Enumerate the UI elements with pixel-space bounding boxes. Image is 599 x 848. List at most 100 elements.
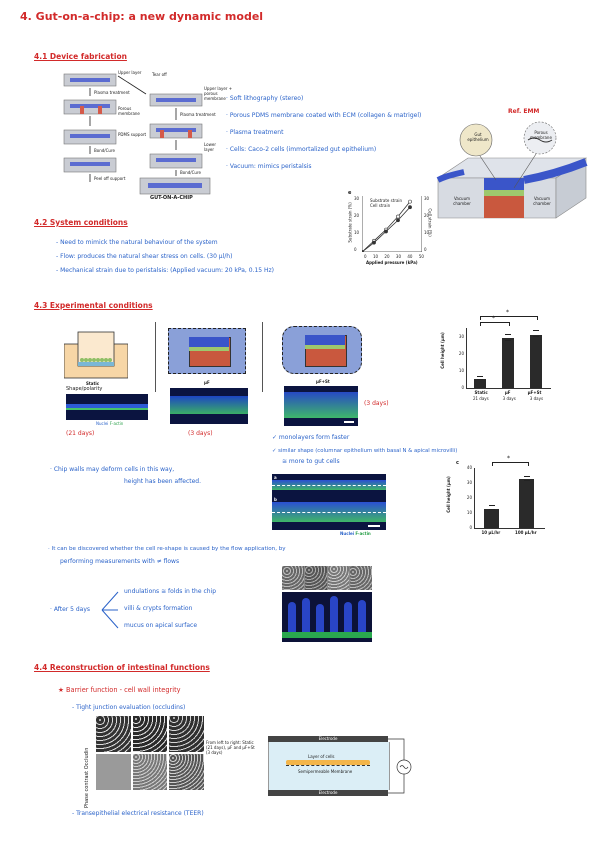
bar-2 bbox=[529, 334, 543, 388]
section-4-1-heading: 4.1 Device fabrication bbox=[34, 52, 127, 61]
section-4-3-heading: 4.3 Experimental conditions bbox=[34, 301, 153, 310]
ytick: 20 bbox=[354, 213, 360, 218]
occludin-micrograph-grid bbox=[96, 716, 204, 790]
significance-star: * bbox=[507, 455, 510, 462]
note-after-5-days: · After 5 days bbox=[50, 606, 91, 613]
villi-sem-images bbox=[282, 566, 372, 590]
note: · Soft lithography (stereo) bbox=[226, 95, 304, 102]
muFSt-micrograph bbox=[284, 386, 358, 426]
note: · Porous PDMS membrane coated with ECM (… bbox=[226, 112, 422, 119]
bar-1 bbox=[501, 338, 515, 388]
label-b: b bbox=[274, 497, 277, 502]
chart2-xticks: 10 µL/hr 100 µL/hr bbox=[474, 530, 544, 535]
note-chip-walls: · Chip walls may deform cells in this wa… bbox=[50, 466, 175, 473]
xsublabel: 21 days bbox=[472, 396, 489, 401]
significance-star: * bbox=[492, 315, 495, 322]
chart1-plot: ** bbox=[466, 309, 550, 388]
micro-ab-stain-legend: Nuclei F-actin bbox=[340, 531, 371, 536]
note-monolayers: ✓ monolayers form faster bbox=[272, 434, 350, 441]
xtick: 0 bbox=[364, 254, 367, 259]
strain-legend: Substrate strain Cell strain bbox=[370, 198, 402, 208]
ytick: 30 bbox=[458, 333, 464, 339]
significance-bracket bbox=[491, 462, 529, 466]
label-chip-porous-membrane: Porous membrane bbox=[530, 130, 552, 140]
reference-note: Ref. EMM bbox=[508, 108, 540, 115]
fabrication-schematic: Upper layer Tear off Upper layer + porou… bbox=[60, 66, 232, 204]
label-tear-off: Tear off bbox=[152, 72, 167, 77]
data-point bbox=[384, 229, 388, 234]
teer-diagram: Electrode Layer of cells Semipermeable M… bbox=[268, 736, 418, 802]
teer-top-electrode: Electrode bbox=[268, 736, 388, 742]
label-21-days: (21 days) bbox=[66, 430, 95, 437]
ytick: 40 bbox=[466, 465, 472, 470]
micro-tile bbox=[169, 716, 204, 752]
chart1-axes bbox=[466, 328, 551, 389]
error-bar-1 bbox=[523, 475, 530, 481]
xtick: µF bbox=[504, 390, 511, 395]
significance-star: * bbox=[506, 309, 509, 316]
muF-chip-illustration bbox=[168, 328, 246, 374]
legend-item: Substrate strain bbox=[370, 198, 403, 203]
chart2-panel-letter: c bbox=[456, 460, 459, 466]
data-point bbox=[362, 250, 364, 252]
section-4-2-heading: 4.2 System conditions bbox=[34, 218, 128, 227]
error-bar-0 bbox=[477, 376, 483, 381]
data-point bbox=[396, 214, 400, 219]
ytick: 30 bbox=[354, 196, 360, 201]
ytick: 10 bbox=[424, 230, 430, 235]
note-teer: - Transepithelial electrical resistance … bbox=[72, 810, 204, 817]
note-barrier: ★ Barrier function - cell wall integrity bbox=[58, 686, 181, 694]
ytick: 30 bbox=[424, 196, 430, 201]
ytick: 20 bbox=[424, 213, 430, 218]
micro-tile bbox=[96, 754, 131, 790]
teer-membrane-label: Semipermeable Membrane bbox=[298, 769, 353, 774]
label-factin-2: F-actin bbox=[355, 531, 371, 536]
static-well bbox=[64, 326, 128, 380]
xtick: Static bbox=[474, 390, 488, 395]
ytick: 0 bbox=[469, 525, 472, 530]
strain-xticks: 0 10 20 30 40 50 bbox=[364, 254, 424, 259]
section-4-4-heading: 4.4 Reconstruction of intestinal functio… bbox=[34, 663, 210, 672]
teer-cell-layer bbox=[286, 760, 370, 765]
note-mucus: mucus on apical surface bbox=[124, 622, 198, 629]
label-gut-on-a-chip: GUT-ON-A-CHIP bbox=[150, 195, 193, 201]
micro-side-label: Phase contrast Occludin bbox=[84, 747, 90, 808]
label-plasma-2: Plasma treatment bbox=[180, 112, 216, 117]
label-bond-cure-2: Bond/Cure bbox=[180, 170, 201, 175]
teer-cell-layer-label: Layer of cells bbox=[308, 754, 335, 759]
s42-notes: - Need to mimick the natural behaviour o… bbox=[56, 236, 274, 278]
strain-panel-letter: e bbox=[348, 190, 352, 196]
data-point bbox=[372, 240, 376, 245]
label-factin: F-actin bbox=[109, 421, 124, 426]
error-bar-0 bbox=[488, 504, 495, 511]
chip-illustration: Gut epithelium Porous membrane Vacuum ch… bbox=[436, 118, 594, 223]
error-bar-1 bbox=[505, 333, 511, 341]
data-point bbox=[408, 199, 412, 204]
series-line-0 bbox=[362, 201, 411, 252]
label-bond-cure-1: Bond/Cure bbox=[94, 148, 115, 153]
note-similar-shape: ✓ similar shape (columnar epithelium wit… bbox=[272, 448, 458, 454]
label-gut-epithelium: Gut epithelium bbox=[467, 132, 489, 142]
ytick: 10 bbox=[458, 367, 464, 373]
bar-1 bbox=[518, 479, 535, 528]
label-upper-layer: Upper layer bbox=[118, 70, 142, 75]
chart2-ylabel: Cell height (µm) bbox=[445, 476, 451, 513]
data-point bbox=[396, 218, 400, 223]
label-pdms-support: PDMS support bbox=[118, 132, 147, 137]
xtick: 100 µL/hr bbox=[515, 530, 537, 535]
label-nuclei-2: Nuclei bbox=[340, 531, 355, 536]
note: · Plasma treatment bbox=[226, 129, 284, 136]
label-vacuum-right: Vacuum chamber bbox=[533, 196, 551, 206]
s41-notes: · Soft lithography (stereo) · Porous PDM… bbox=[226, 90, 421, 175]
sem-tile bbox=[327, 566, 350, 590]
xsublabel: 3 days bbox=[529, 396, 544, 401]
xsublabel: 3 days bbox=[502, 396, 516, 401]
legend-item: Cell strain bbox=[370, 203, 391, 208]
label-upper-porous: Upper layer + porous membrane bbox=[204, 86, 233, 101]
ytick: 0 bbox=[424, 247, 427, 252]
label-nuclei: Nuclei bbox=[96, 421, 109, 426]
strain-xlabel: Applied pressure (kPa) bbox=[366, 260, 418, 265]
